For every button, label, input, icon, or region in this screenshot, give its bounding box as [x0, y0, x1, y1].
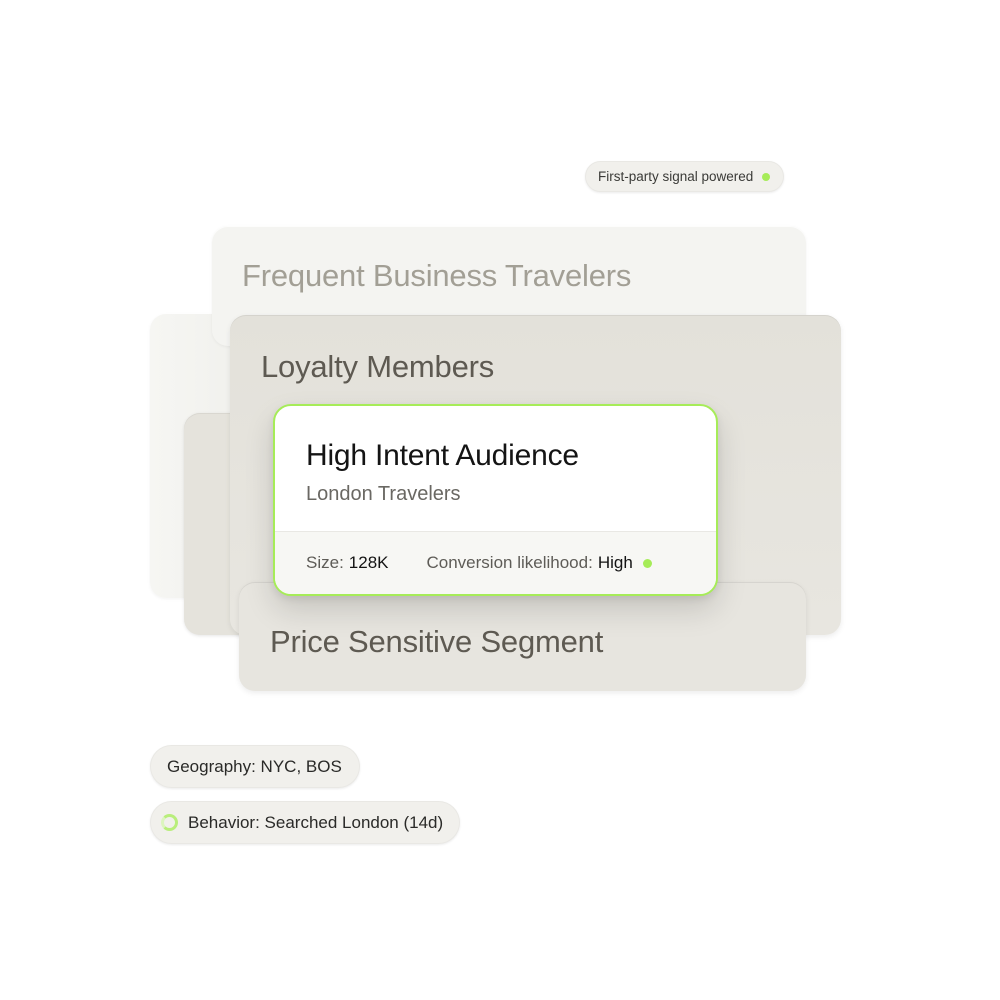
audience-card-header: High Intent Audience London Travelers	[275, 406, 716, 532]
status-dot-icon	[642, 558, 652, 568]
audience-card-stats: Size: 128K Conversion likelihood: High	[275, 532, 716, 594]
filter-chip-geography[interactable]: Geography: NYC, BOS	[150, 745, 360, 788]
conversion-value: High	[597, 553, 633, 572]
first-party-signal-badge: First-party signal powered	[585, 161, 785, 192]
progress-ring-icon	[161, 814, 178, 831]
segment-title: Loyalty Members	[261, 349, 495, 384]
filter-chip-label: Geography: NYC, BOS	[167, 756, 342, 776]
status-dot-icon	[762, 172, 771, 181]
size-value: 128K	[348, 553, 389, 572]
segment-card-price-sensitive[interactable]: Price Sensitive Segment	[239, 582, 806, 691]
audience-subtitle: London Travelers	[306, 483, 461, 505]
audience-title: High Intent Audience	[306, 439, 579, 472]
conversion-label: Conversion likelihood:	[426, 553, 593, 572]
size-label: Size:	[306, 553, 344, 572]
segment-title: Frequent Business Travelers	[242, 258, 632, 293]
badge-label: First-party signal powered	[598, 169, 754, 184]
segment-title: Price Sensitive Segment	[270, 624, 604, 659]
filter-chip-behavior[interactable]: Behavior: Searched London (14d)	[150, 801, 461, 844]
filter-chip-label: Behavior: Searched London (14d)	[188, 812, 444, 832]
audience-card-high-intent[interactable]: High Intent Audience London Travelers Si…	[273, 404, 718, 596]
